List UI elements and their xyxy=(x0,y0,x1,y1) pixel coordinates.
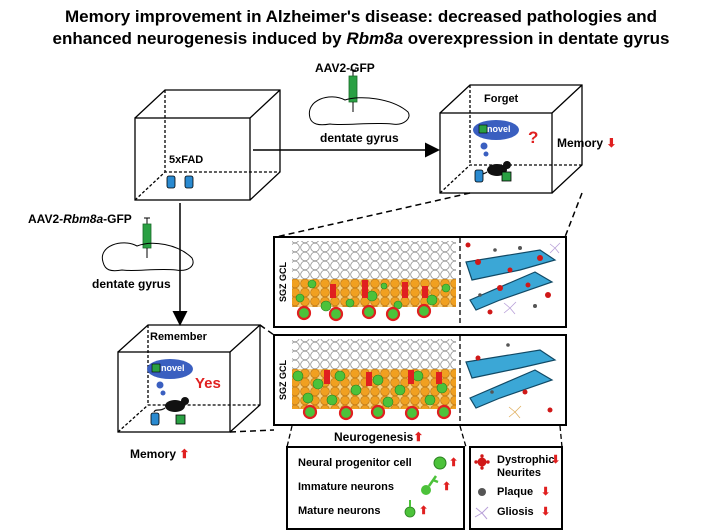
blood-vessel-upper xyxy=(465,249,557,311)
title-gene: Rbm8a xyxy=(346,29,404,48)
novel-text-remember: novel xyxy=(161,363,185,373)
memory-text: Memory xyxy=(130,447,177,461)
title-line-2-pre: enhanced neurogenesis induced by xyxy=(52,29,347,48)
connector-dash xyxy=(229,429,275,433)
neurogenesis-label: Neurogenesis⬆ xyxy=(334,430,423,444)
virus-label-top: AAV2-GFP xyxy=(315,61,375,75)
syringe-icon-left xyxy=(142,217,152,258)
down-arrow-icon: ⬇ xyxy=(541,506,551,518)
cube-object xyxy=(175,414,186,425)
neurogenesis-text: Neurogenesis xyxy=(334,430,414,444)
virus-gene: Rbm8a xyxy=(63,212,104,226)
mature-neuron-icon xyxy=(404,500,416,518)
title-line-1: Memory improvement in Alzheimer's diseas… xyxy=(65,7,657,26)
up-arrow-icon: ⬆ xyxy=(449,457,459,469)
cube-label-5xfad: 5xFAD xyxy=(169,154,204,166)
legend-item-plaque: Plaque xyxy=(497,486,534,498)
connector-dash xyxy=(259,324,275,336)
memory-text: Memory xyxy=(557,136,604,150)
virus-label-left: AAV2-Rbm8a-GFP xyxy=(28,212,132,226)
thought-dot xyxy=(160,390,166,396)
brain-slice-icon-left xyxy=(101,242,194,272)
cube-5xfad xyxy=(134,89,281,201)
connector-dash xyxy=(459,425,467,448)
region-label-top: dentate gyrus xyxy=(320,131,399,145)
immature-neuron-icon xyxy=(421,475,439,495)
yes-label: Yes xyxy=(195,375,221,392)
legend-item-dystrophic-1: Dystrophic xyxy=(497,454,555,466)
layer-label-lower: SGZ GCL xyxy=(278,359,288,400)
novel-cube-icon xyxy=(151,363,161,373)
up-arrow-icon: ⬆ xyxy=(413,430,424,444)
progenitor-cell-icon xyxy=(433,456,447,470)
cylinder-object xyxy=(474,169,484,183)
connector-dash xyxy=(275,192,471,238)
syringe-icon-top xyxy=(348,69,358,112)
legend-item-progenitor: Neural progenitor cell xyxy=(298,457,412,469)
cube-label-forget: Forget xyxy=(484,93,519,105)
connector-dash xyxy=(559,425,563,448)
layer-label-upper: SGZ GCL xyxy=(278,261,288,302)
histology-panel-lower xyxy=(273,334,567,426)
up-arrow-icon: ⬆ xyxy=(179,447,190,461)
gliosis-icon xyxy=(474,506,489,520)
region-label-left: dentate gyrus xyxy=(92,277,171,291)
legend-item-immature: Immature neurons xyxy=(298,481,394,493)
down-arrow-icon: ⬇ xyxy=(541,486,551,498)
thought-dot xyxy=(480,142,488,150)
thought-dot xyxy=(156,381,164,389)
memory-label-remember: Memory ⬆ xyxy=(130,447,189,461)
connector-dash xyxy=(286,425,293,448)
memory-label-forget: Memory ⬇ xyxy=(557,136,616,150)
cube-forget xyxy=(439,84,583,194)
brain-slice-icon-top xyxy=(308,96,410,126)
figure-title: Memory improvement in Alzheimer's diseas… xyxy=(0,6,722,50)
down-arrow-icon: ⬇ xyxy=(551,454,561,466)
legend-item-mature: Mature neurons xyxy=(298,505,381,517)
plaque-icon xyxy=(478,488,486,496)
dystrophic-marks xyxy=(465,242,551,315)
cube-object xyxy=(501,171,512,182)
histology-panel-upper xyxy=(273,236,567,328)
novel-text-forget: novel xyxy=(487,124,511,134)
virus-suffix: -GFP xyxy=(103,212,132,226)
mouse-icon-remember xyxy=(153,397,189,413)
blood-vessel-lower xyxy=(465,349,557,409)
question-mark: ? xyxy=(528,128,539,147)
cube-label-remember: Remember xyxy=(150,331,207,343)
novel-cube-icon xyxy=(478,124,488,134)
legend-item-gliosis: Gliosis xyxy=(497,506,534,518)
down-arrow-icon: ⬇ xyxy=(606,136,617,150)
dystrophic-neurite-icon xyxy=(474,454,490,470)
up-arrow-icon: ⬆ xyxy=(442,481,452,493)
title-line-2-post: overexpression in dentate gyrus xyxy=(403,29,670,48)
cylinder-object xyxy=(166,175,194,189)
connector-dash xyxy=(564,192,583,238)
thought-dot xyxy=(483,151,489,157)
legend-item-dystrophic-2: Neurites xyxy=(497,467,542,479)
up-arrow-icon: ⬆ xyxy=(419,505,429,517)
title-line-2: enhanced neurogenesis induced by Rbm8a o… xyxy=(0,28,722,50)
cylinder-object xyxy=(150,412,160,426)
virus-prefix: AAV2- xyxy=(28,212,64,226)
